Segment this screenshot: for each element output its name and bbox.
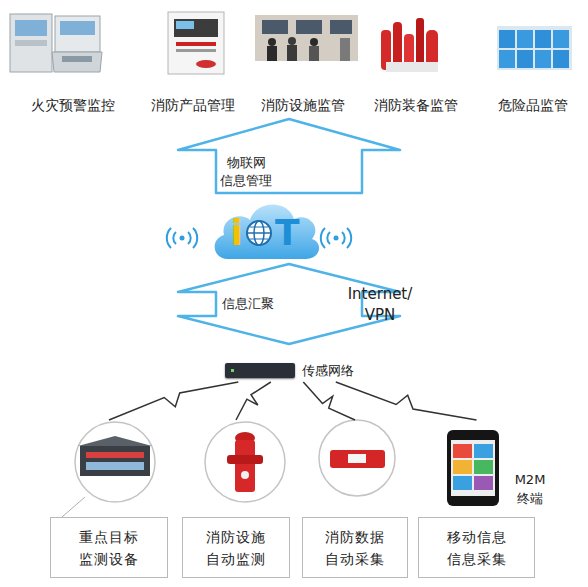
text-box: 移动信息 信息采集	[418, 517, 535, 578]
note-label: M2M 终端	[515, 470, 546, 508]
alarm-panel-photo	[10, 14, 102, 72]
cloud-shape	[215, 204, 319, 259]
wireless-link	[336, 382, 477, 420]
arrow-shape	[178, 119, 400, 193]
wifi-symbol	[321, 228, 351, 248]
text-box: 消防数据 自动采集	[302, 517, 408, 578]
cloud-text-row: iT	[208, 209, 322, 257]
device-led	[231, 369, 234, 372]
device-label: 传感网络	[302, 362, 354, 380]
extinguisher-photo	[381, 18, 438, 72]
logo-letter: i	[231, 213, 243, 253]
arrow-outline	[176, 117, 402, 195]
text-box: 消防设施 自动监测	[182, 517, 290, 578]
control-room-photo	[255, 15, 358, 61]
wireless-link	[109, 382, 238, 420]
module-caption: 消防产品管理	[151, 96, 235, 114]
station-picture	[62, 422, 155, 517]
item-node: 消防设施 自动监测	[182, 420, 290, 578]
item-node: 重点目标 监测设备	[50, 420, 168, 578]
arrow-outline	[176, 262, 402, 346]
globe-icon	[245, 219, 273, 247]
up-node: 物联网 信息管理	[176, 117, 402, 195]
hydrant-picture	[205, 422, 285, 502]
dbl-node: 信息汇聚	[176, 262, 402, 346]
box-label: 重点目标 监测设备	[79, 526, 139, 570]
arrow-text-area: 信息汇聚	[206, 288, 290, 320]
wireless-link	[303, 382, 355, 420]
module-caption: 消防装备监管	[374, 96, 458, 114]
arrow-label: 信息汇聚	[222, 295, 274, 313]
globe-equator	[247, 232, 271, 234]
device-node: 传感网络	[222, 360, 352, 382]
globe-parallel	[250, 239, 268, 240]
module-caption: 危险品监管	[498, 96, 568, 114]
network-device	[225, 363, 295, 378]
wireless-link	[236, 382, 271, 420]
sensor-picture	[319, 420, 395, 496]
phone-picture	[447, 430, 499, 506]
box-label: 消防设施 自动监测	[206, 526, 266, 570]
cloud-node: iT	[208, 195, 322, 263]
note-label: Internet/ VPN	[348, 284, 413, 326]
module-caption: 火灾预警监控	[31, 96, 115, 114]
module-caption: 消防设施监管	[261, 96, 345, 114]
product-panel-photo	[168, 12, 224, 74]
wifi-symbol	[167, 228, 197, 248]
arrow-label: 物联网 信息管理	[220, 154, 272, 190]
barrel-photo	[497, 26, 572, 70]
arrow-shape	[178, 264, 400, 344]
box-label: 消防数据 自动采集	[325, 526, 385, 570]
arrow-text-area: 物联网 信息管理	[206, 151, 286, 193]
globe-parallel	[250, 227, 268, 228]
globe-body	[247, 221, 271, 245]
box-label: 移动信息 信息采集	[447, 526, 507, 570]
text-box: 重点目标 监测设备	[50, 517, 168, 578]
item-node: 消防数据 自动采集	[302, 420, 408, 578]
logo-letter: T	[275, 213, 300, 253]
